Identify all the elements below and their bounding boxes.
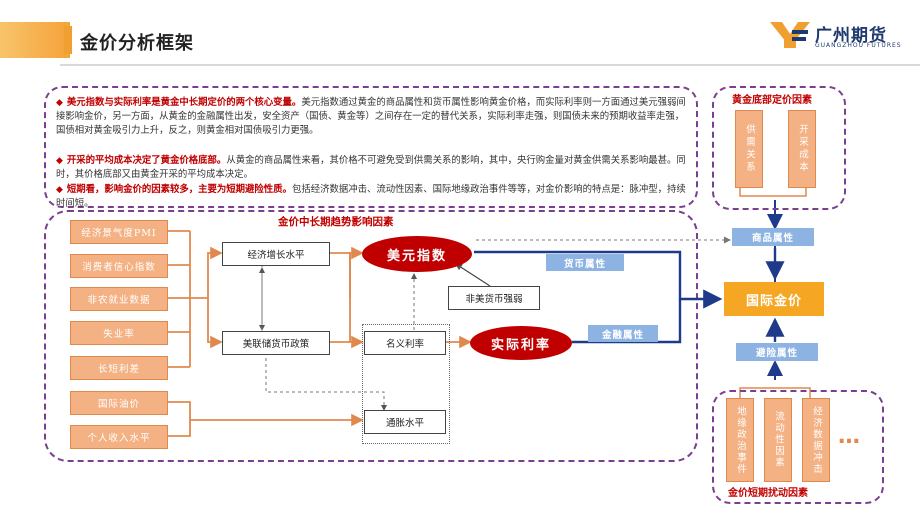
box-nominal-rate: 名义利率: [364, 331, 446, 355]
bottom-pricing-title: 黄金底部定价因素: [732, 95, 812, 106]
summary-box: ◆美元指数与实际利率是黄金中长期定价的两个核心变量。美元指数通过黄金的商品属性和…: [44, 86, 698, 211]
rate-inflation-frame: [362, 324, 450, 444]
company-name: 广州期货: [815, 26, 887, 46]
financial-attribute-tag: 金融属性: [588, 325, 658, 342]
real-rate-oval: 实际利率: [470, 326, 572, 360]
bullet-diamond-icon: ◆: [56, 156, 63, 166]
diagram-title: 金价中长期趋势影响因素: [278, 216, 394, 228]
p3-text: 包括经济数据冲击、流动性因素、国际地缘政治事件等等，对金价影响的特点是：脉冲型，…: [56, 184, 686, 209]
short-term-frame: [712, 390, 884, 504]
factor-nonfarm: 非农就业数据: [70, 287, 168, 311]
p2-text: 从黄金的商品属性来看，其价格不可避免受到供需关系的影响，其中，央行购金量对黄金供…: [56, 155, 686, 180]
geopolitics-box: 地缘政治事件: [726, 398, 754, 482]
page-title: 金价分析框架: [80, 33, 194, 54]
currency-attribute-tag: 货币属性: [546, 254, 624, 271]
company-logo-icon: [770, 22, 810, 48]
factor-unemployment: 失业率: [70, 321, 168, 345]
international-gold-price-box: 国际金价: [724, 282, 824, 316]
factor-personal-income: 个人收入水平: [70, 425, 168, 449]
bullet-diamond-icon: ◆: [56, 185, 63, 195]
mining-cost-box: 开采成本: [788, 110, 816, 188]
header-divider: [60, 64, 920, 66]
p1-text: 美元指数通过黄金的商品属性和货币属性影响黄金价格，而实际利率则一方面通过美元强弱…: [56, 97, 686, 136]
factor-yield-spread: 长短利差: [70, 356, 168, 380]
box-economic-growth: 经济增长水平: [222, 242, 330, 266]
company-name-en: GUANGZHOU FUTURES: [815, 42, 902, 49]
short-term-title: 金价短期扰动因素: [728, 488, 808, 499]
summary-paragraph-1: ◆美元指数与实际利率是黄金中长期定价的两个核心变量。美元指数通过黄金的商品属性和…: [56, 96, 686, 138]
liquidity-box: 流动性因素: [764, 398, 792, 482]
title-accent-stripe: [64, 26, 72, 54]
p2-highlight: 开采的平均成本决定了黄金价格底部。: [66, 155, 227, 166]
bottom-pricing-frame: [712, 86, 846, 210]
econ-shock-box: 经济数据冲击: [802, 398, 830, 482]
factor-pmi: 经济景气度PMI: [70, 220, 168, 244]
p1-highlight: 美元指数与实际利率是黄金中长期定价的两个核心变量。: [66, 97, 302, 108]
summary-paragraph-3: ◆短期看，影响金价的因素较多，主要为短期避险性质。包括经济数据冲击、流动性因素、…: [56, 183, 686, 211]
bullet-diamond-icon: ◆: [56, 98, 63, 108]
usd-index-oval: 美元指数: [362, 236, 472, 272]
factor-consumer-confidence: 消费者信心指数: [70, 254, 168, 278]
summary-paragraph-2: ◆开采的平均成本决定了黄金价格底部。从黄金的商品属性来看，其价格不可避免受到供需…: [56, 154, 686, 182]
more-factors-ellipsis: …: [838, 424, 861, 449]
hedge-attribute-tag: 避险属性: [736, 343, 818, 361]
box-non-usd-strength: 非美货币强弱: [448, 286, 540, 310]
p3-highlight: 短期看，影响金价的因素较多，主要为短期避险性质。: [66, 184, 292, 195]
supply-demand-box: 供需关系: [735, 110, 763, 188]
commodity-attribute-tag: 商品属性: [732, 228, 814, 246]
box-fed-policy: 美联储货币政策: [222, 331, 330, 355]
diagram-frame: [44, 210, 698, 462]
box-inflation: 通胀水平: [364, 410, 446, 434]
factor-oil-price: 国际油价: [70, 391, 168, 415]
title-accent-bar: [0, 22, 70, 58]
